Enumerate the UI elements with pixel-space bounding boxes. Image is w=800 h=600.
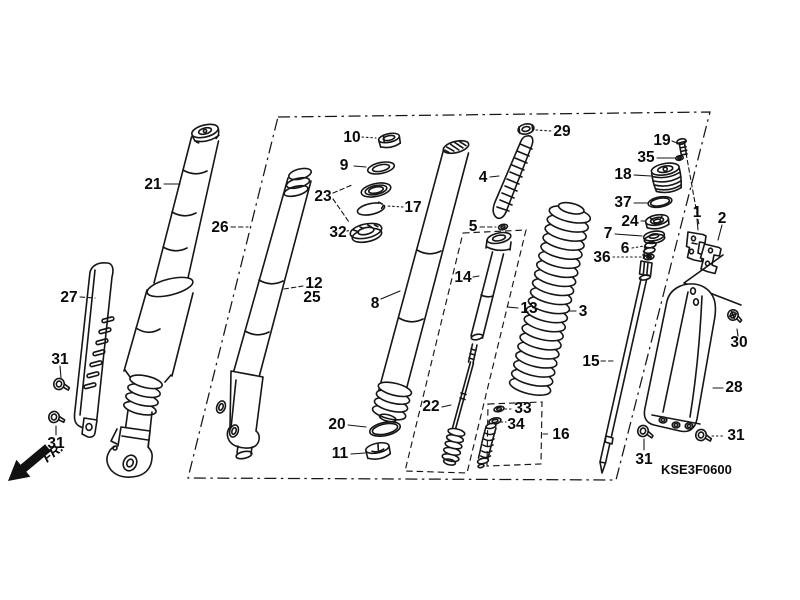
part-labels: 21 27 31 31 26 12 25 10 9 23 17 32 8 20 … bbox=[47, 123, 747, 468]
part-label-14[interactable]: 14 bbox=[454, 269, 472, 286]
part-label-9[interactable]: 9 bbox=[340, 157, 349, 174]
o-ring-cap bbox=[647, 195, 673, 209]
protector-vent-slots bbox=[83, 316, 115, 390]
part-label-6[interactable]: 6 bbox=[621, 240, 630, 257]
part-label-3[interactable]: 3 bbox=[579, 303, 588, 320]
part-label-16[interactable]: 16 bbox=[552, 426, 570, 443]
part-label-15[interactable]: 15 bbox=[582, 353, 600, 370]
slider-bushing bbox=[377, 132, 402, 149]
part-label-1[interactable]: 1 bbox=[693, 204, 702, 221]
spring-seat bbox=[644, 213, 670, 230]
part-label-34[interactable]: 34 bbox=[507, 416, 525, 433]
protector-bolt bbox=[47, 410, 66, 424]
protector-bolt bbox=[52, 377, 71, 391]
clamp-bolt bbox=[727, 309, 743, 323]
part-label-36[interactable]: 36 bbox=[593, 249, 611, 266]
stopper-ring bbox=[356, 200, 386, 216]
rebound-spring-rod bbox=[441, 343, 478, 466]
fork-boot-rings bbox=[123, 374, 163, 416]
tube-bushing-rings bbox=[371, 381, 413, 423]
callout-pointer bbox=[683, 254, 742, 306]
fork-spring bbox=[508, 201, 592, 396]
fork-protector-right bbox=[643, 283, 717, 433]
spoke-nut bbox=[517, 123, 535, 135]
part-label-28[interactable]: 28 bbox=[725, 379, 743, 396]
part-label-20[interactable]: 20 bbox=[328, 416, 345, 433]
part-label-31-4[interactable]: 31 bbox=[727, 427, 745, 444]
part-label-21[interactable]: 21 bbox=[144, 176, 162, 193]
fork-protector-left bbox=[73, 262, 115, 438]
part-label-5[interactable]: 5 bbox=[469, 218, 478, 235]
part-label-31-1[interactable]: 31 bbox=[51, 351, 69, 368]
fork-bolt-cap bbox=[650, 162, 683, 194]
oil-seal bbox=[360, 182, 392, 198]
part-label-10[interactable]: 10 bbox=[343, 129, 360, 146]
o-ring-bleeder bbox=[674, 154, 685, 162]
protector-bolt bbox=[636, 424, 654, 439]
part-label-27[interactable]: 27 bbox=[60, 289, 77, 306]
part-label-8[interactable]: 8 bbox=[371, 295, 380, 312]
part-label-22[interactable]: 22 bbox=[422, 398, 439, 415]
dust-seal bbox=[349, 222, 383, 244]
install-line bbox=[685, 152, 700, 226]
part-label-29[interactable]: 29 bbox=[553, 123, 571, 140]
ring-fork-tube bbox=[368, 420, 402, 438]
part-label-24[interactable]: 24 bbox=[621, 213, 639, 230]
fork-assembly-boundary bbox=[187, 111, 711, 481]
small-o-ring bbox=[497, 223, 509, 231]
diagram-code: KSE3F0600 bbox=[661, 462, 732, 477]
bleeder-screw bbox=[676, 137, 688, 157]
part-label-4[interactable]: 4 bbox=[479, 169, 488, 186]
leader-lines bbox=[55, 129, 739, 455]
part-label-19[interactable]: 19 bbox=[653, 132, 671, 149]
part-label-18[interactable]: 18 bbox=[614, 166, 632, 183]
oil-lock-piece bbox=[476, 422, 497, 469]
part-label-31-3[interactable]: 31 bbox=[635, 451, 653, 468]
part-label-33[interactable]: 33 bbox=[514, 400, 532, 417]
damper-rod bbox=[599, 244, 653, 474]
outer-fork-tube bbox=[215, 167, 313, 460]
part-label-7[interactable]: 7 bbox=[604, 225, 613, 242]
damper-subassembly-box bbox=[404, 229, 527, 474]
stopper-ring-small bbox=[643, 253, 655, 261]
part-label-32[interactable]: 32 bbox=[329, 224, 346, 241]
spring-washer bbox=[642, 230, 666, 245]
back-up-ring bbox=[366, 161, 396, 175]
damper-tube bbox=[470, 231, 512, 341]
tube-protector-strip bbox=[492, 135, 534, 220]
oil-lock-set-box bbox=[486, 401, 543, 467]
part-label-12[interactable]: 12 bbox=[305, 275, 322, 292]
part-label-30[interactable]: 30 bbox=[730, 334, 747, 351]
part-label-2[interactable]: 2 bbox=[718, 210, 727, 227]
part-label-35[interactable]: 35 bbox=[637, 149, 655, 166]
part-label-37[interactable]: 37 bbox=[614, 194, 631, 211]
fork-leg-assembly bbox=[106, 123, 220, 478]
part-label-26[interactable]: 26 bbox=[211, 219, 229, 236]
guide-bushing bbox=[364, 441, 392, 460]
part-label-13[interactable]: 13 bbox=[520, 300, 538, 317]
protector-bolt bbox=[694, 428, 713, 442]
part-label-11[interactable]: 11 bbox=[332, 445, 349, 462]
oil-lock-set bbox=[476, 405, 505, 469]
protector-mount-holes bbox=[658, 416, 694, 430]
part-label-31-2[interactable]: 31 bbox=[47, 435, 65, 452]
inner-fork-tube bbox=[371, 139, 470, 423]
part-label-23[interactable]: 23 bbox=[314, 188, 332, 205]
part-label-25[interactable]: 25 bbox=[303, 289, 321, 306]
part-label-17[interactable]: 17 bbox=[404, 199, 421, 216]
